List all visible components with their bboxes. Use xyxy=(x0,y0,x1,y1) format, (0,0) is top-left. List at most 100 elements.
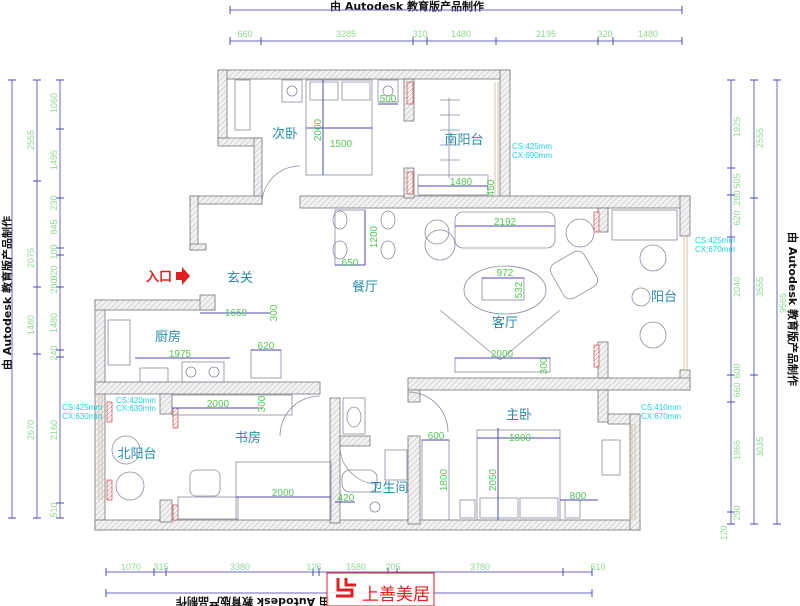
dim-label: 1480 xyxy=(26,315,36,335)
dim-label: 1925 xyxy=(732,117,742,137)
room-label-study: 书房 xyxy=(235,430,261,446)
room-label-kitchen: 厨房 xyxy=(155,329,181,345)
dim-label: 280 xyxy=(732,190,742,205)
dim-label: 2555 xyxy=(26,130,36,150)
dim-label: 240 xyxy=(49,345,59,360)
dim-label: 2000 xyxy=(313,118,324,141)
dim-label: 650 xyxy=(342,258,359,269)
window-spec: CS:410mm xyxy=(641,403,681,412)
dim-label: 290 xyxy=(732,505,742,520)
dim-label: 845 xyxy=(49,219,59,234)
room-label-foyer: 玄关 xyxy=(227,271,253,286)
dim-label: 500 xyxy=(380,94,397,105)
dim-label: 300 xyxy=(257,395,268,412)
windows xyxy=(98,82,688,520)
room-label-second-bedroom: 次卧 xyxy=(272,126,298,142)
dim-label: 920 xyxy=(49,265,59,280)
window-spec: CX:690mm xyxy=(512,151,552,160)
dim-label: 2075 xyxy=(26,248,36,268)
dim-label: 3780 xyxy=(470,562,490,572)
dim-label: 420 xyxy=(338,493,355,504)
dim-label: 660 xyxy=(237,29,252,39)
window-spec: CS:425mm xyxy=(695,236,735,245)
dim-label: 660 xyxy=(732,382,742,397)
dim-label: 532 xyxy=(514,281,525,298)
logo: 上善美居 xyxy=(326,572,435,606)
dim-label: 1800 xyxy=(509,433,532,444)
room-label-south-balcony: 南阳台 xyxy=(444,132,483,148)
left-dimension-lines xyxy=(8,79,64,519)
watermark-top: 由 Autodesk 教育版产品制作 xyxy=(330,0,484,13)
window-spec: CS:420mm xyxy=(116,396,156,405)
top-dimension-lines xyxy=(229,6,683,45)
dim-label: 3380 xyxy=(230,562,250,572)
dim-label: 1200 xyxy=(369,225,380,248)
dim-label: 1975 xyxy=(169,349,192,360)
dim-label: 2000 xyxy=(272,488,295,499)
right-dimension-lines xyxy=(727,79,781,525)
dim-label: 2192 xyxy=(494,217,517,228)
dim-label: 120 xyxy=(719,525,729,540)
window-spec: CS:425mm xyxy=(512,142,552,151)
room-label-living: 客厅 xyxy=(492,315,518,331)
dim-label: 1480 xyxy=(49,313,59,333)
dim-label: 2050 xyxy=(488,468,499,491)
watermark-left: 由 Autodesk 教育版产品制作 xyxy=(0,216,14,370)
dim-label: 280 xyxy=(49,278,59,293)
dim-label: 300 xyxy=(539,357,550,374)
logo-text: 上善美居 xyxy=(362,585,430,605)
dim-label: 315 xyxy=(153,562,168,572)
dim-label: 1580 xyxy=(346,562,366,572)
dim-label: 610 xyxy=(590,562,605,572)
dim-label: 300 xyxy=(269,304,280,321)
room-label-balcony: 阳台 xyxy=(651,290,677,305)
dim-label: 620 xyxy=(258,341,275,352)
window-spec: CX:670mm xyxy=(641,412,681,421)
dim-label: 2040 xyxy=(732,277,742,297)
dim-label: 3285 xyxy=(336,29,356,39)
dim-label: 310 xyxy=(412,29,427,39)
dim-label: 2000 xyxy=(207,399,230,410)
dim-label: 126 xyxy=(306,562,321,572)
dim-label: 100 xyxy=(49,244,59,259)
window-spec: CX:670mm xyxy=(695,245,735,254)
dim-label: 972 xyxy=(497,268,514,279)
watermark-right: 由 Autodesk 教育版产品制作 xyxy=(786,232,800,386)
window-spec: CX:630mm xyxy=(116,404,156,413)
dim-label: 3035 xyxy=(755,437,765,457)
dim-label: 800 xyxy=(570,491,587,502)
dim-label: 2000 xyxy=(491,349,514,360)
window-spec: CX:630mm xyxy=(62,412,102,421)
logo-mark-icon xyxy=(336,578,356,598)
dim-label: 230 xyxy=(49,195,59,210)
dim-label: 600 xyxy=(428,431,445,442)
watermark-bottom: 由 Autodesk 教育版产品制作 xyxy=(176,595,330,606)
dim-label: 1060 xyxy=(49,93,59,113)
dim-label: 510 xyxy=(49,502,59,517)
dim-label: 1500 xyxy=(330,139,353,150)
furniture xyxy=(107,79,678,521)
walls xyxy=(94,69,691,531)
dim-label: 2555 xyxy=(755,128,765,148)
dim-label: 450 xyxy=(486,179,497,196)
dim-label: 1650 xyxy=(225,308,248,319)
entrance-arrow-icon xyxy=(176,267,190,285)
furniture-dimension-lines xyxy=(135,80,598,520)
dim-label: 9565 xyxy=(778,293,788,313)
dim-label: 1865 xyxy=(732,440,742,460)
dim-label: 1070 xyxy=(121,562,141,572)
dim-label: 2195 xyxy=(536,29,556,39)
room-label-dining: 餐厅 xyxy=(352,279,378,295)
room-label-north-balcony: 北阳台 xyxy=(117,447,156,462)
room-label-bathroom: 卫生间 xyxy=(369,481,408,496)
dim-label: 505 xyxy=(732,173,742,188)
dim-label: 600 xyxy=(732,363,742,378)
dim-label: 1480 xyxy=(450,177,473,188)
dim-label: 1800 xyxy=(439,468,450,491)
dim-label: 1495 xyxy=(49,150,59,170)
dim-label: 620 xyxy=(732,210,742,225)
dim-label: 320 xyxy=(597,29,612,39)
dim-label: 2670 xyxy=(26,420,36,440)
dim-label: 1480 xyxy=(451,29,471,39)
partition-hatch xyxy=(106,81,600,521)
